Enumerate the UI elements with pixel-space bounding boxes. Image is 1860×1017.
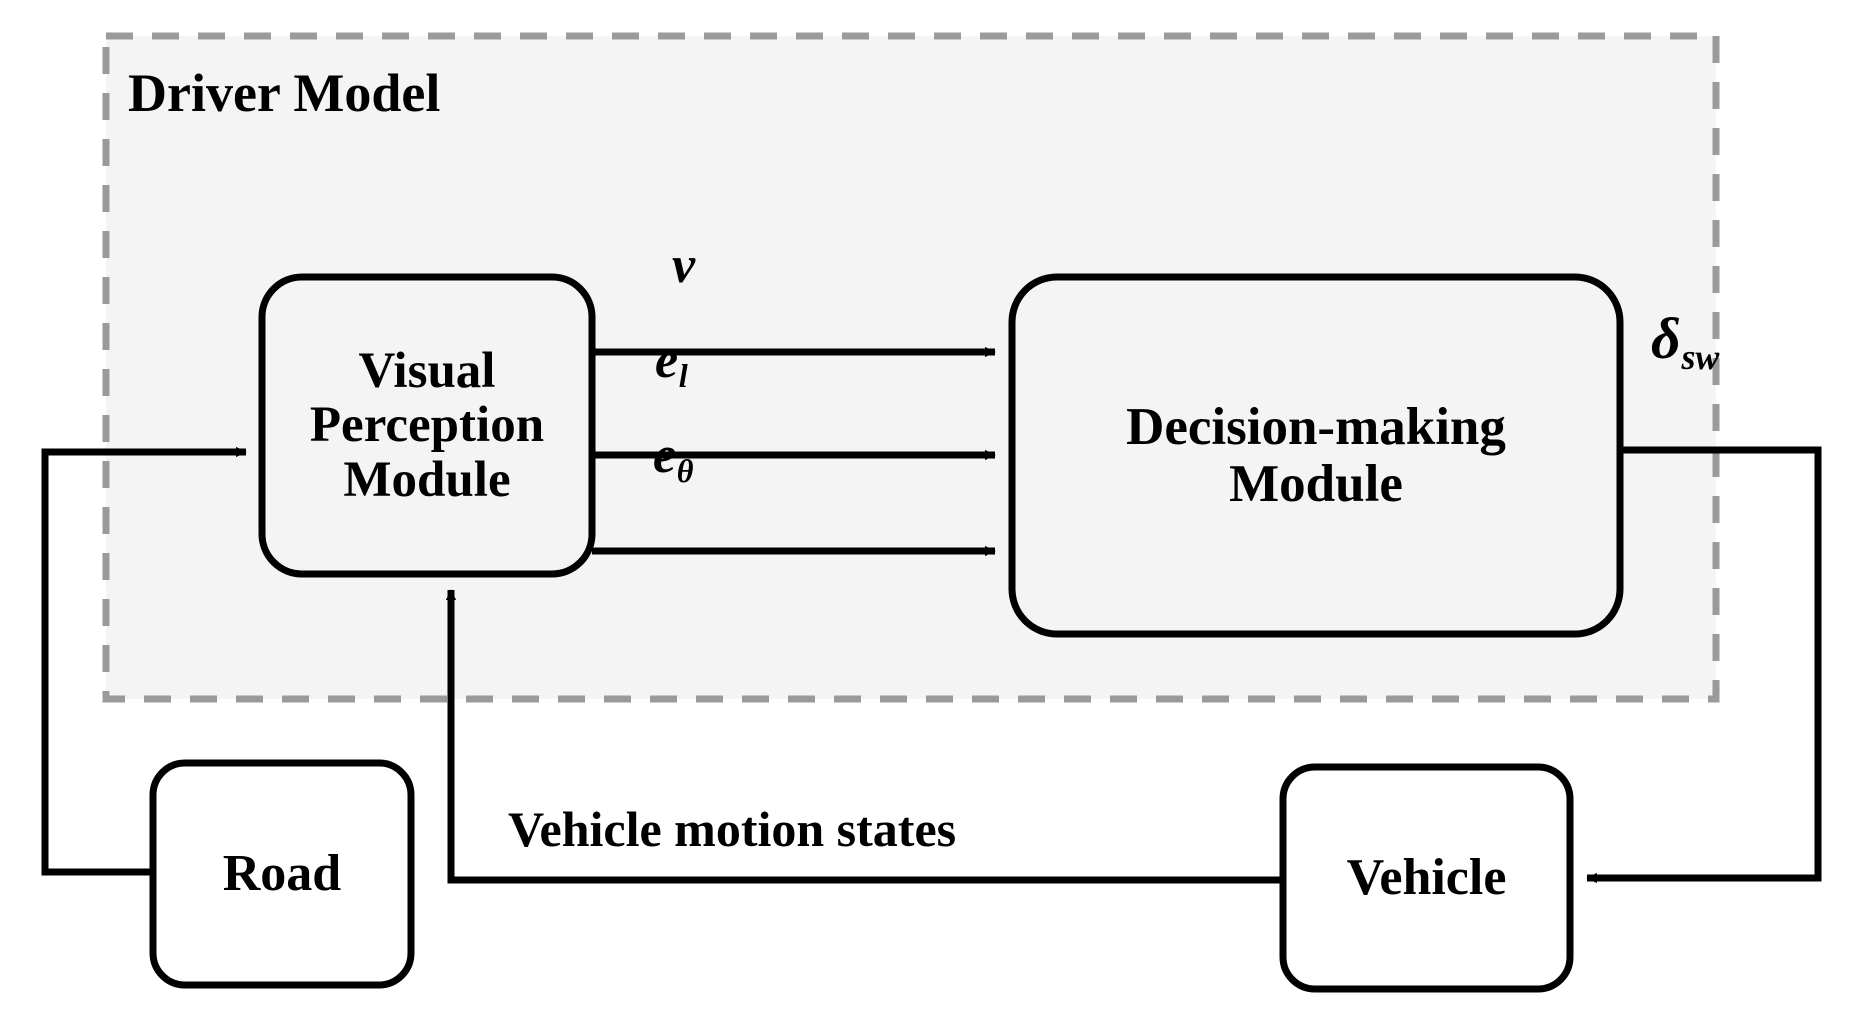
connection-label-vehicle-motion-states: Vehicle motion states <box>508 801 957 857</box>
block-vehicle[interactable] <box>1279 763 1574 993</box>
block-road[interactable] <box>149 759 415 989</box>
signal-delta-sw-base: δ <box>1651 306 1681 371</box>
signal-e-theta-base: e <box>653 427 677 484</box>
driver-model-group-title: Driver Model <box>128 63 441 123</box>
signal-label-e-l: el <box>655 332 688 392</box>
block-visual-perception-module[interactable] <box>258 273 596 578</box>
arrow-road-to-perception <box>41 446 247 876</box>
signal-delta-sw-subscript: sw <box>1681 336 1720 377</box>
signal-e-l-base: e <box>655 332 679 389</box>
block-decision-making-module[interactable] <box>1008 273 1624 638</box>
signal-v-base: v <box>672 237 696 294</box>
signal-e-l-subscript: l <box>678 357 688 394</box>
signal-label-v: v <box>672 240 695 292</box>
signal-label-e-theta: eθ <box>653 427 693 487</box>
signal-e-theta-subscript: θ <box>676 452 694 489</box>
arrow-vehicle-motion-states <box>445 589 1283 884</box>
signal-label-delta-sw: δsw <box>1651 310 1719 375</box>
arrow-signal-delta-sw <box>1586 446 1822 884</box>
